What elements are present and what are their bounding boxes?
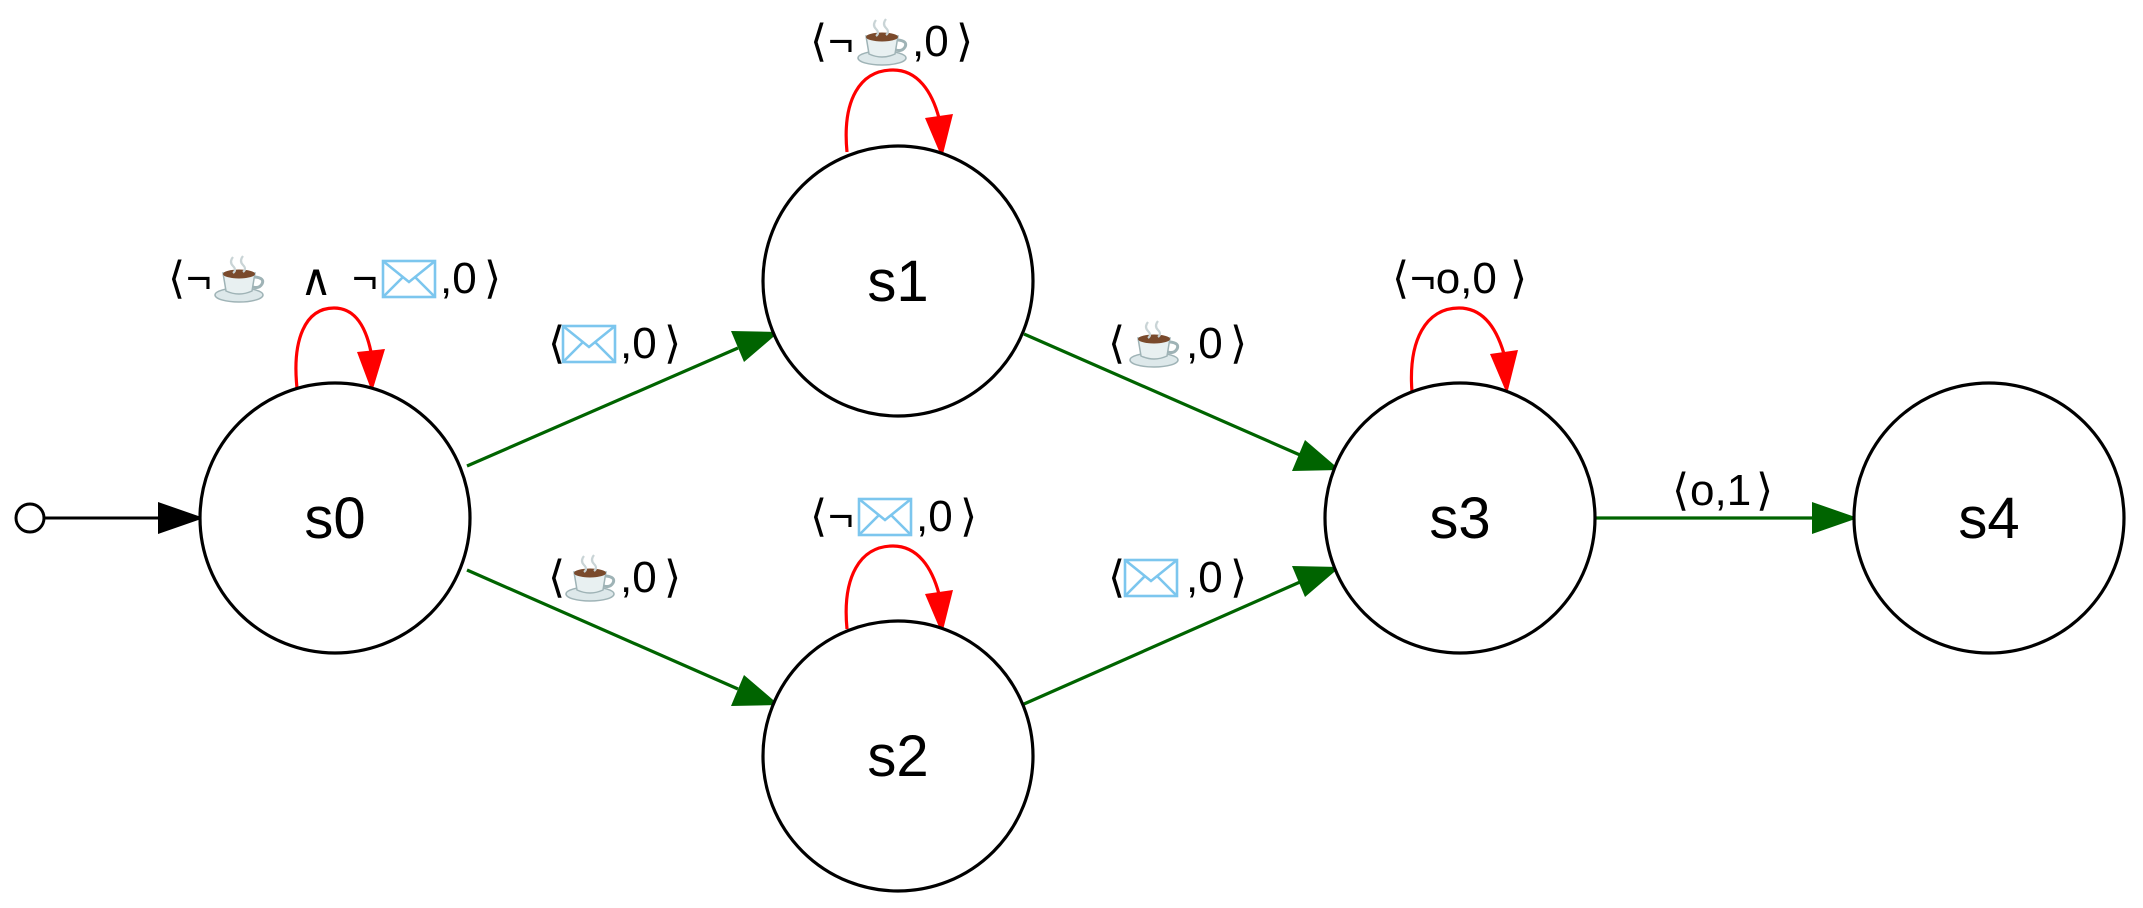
envelope-icon bbox=[561, 324, 617, 364]
bracket-close: ⟩ bbox=[960, 491, 977, 542]
bracket-close: ⟩ bbox=[956, 16, 973, 67]
state-label: s0 bbox=[304, 486, 365, 551]
initial-arrowhead bbox=[158, 502, 204, 534]
envelope-icon bbox=[857, 497, 913, 537]
state-s2: s2 bbox=[761, 619, 1035, 893]
bracket-open: ⟨ bbox=[1108, 318, 1125, 369]
label-s2-s3: ⟨ ,0 ⟩ bbox=[1108, 552, 1247, 603]
initial-edge bbox=[14, 502, 204, 534]
label-loop-s3: ⟨ ¬o,0 ⟩ bbox=[1392, 253, 1527, 304]
label-tail: ,0 bbox=[916, 492, 953, 541]
label-s0-s2: ⟨ ,0 ⟩ bbox=[548, 552, 681, 603]
bracket-close: ⟩ bbox=[1230, 318, 1247, 369]
label-tail: ,0 bbox=[620, 319, 657, 368]
bracket-open: ⟨ bbox=[548, 552, 565, 603]
bracket-close: ⟩ bbox=[1510, 253, 1527, 304]
conjunction: ∧ bbox=[300, 256, 332, 305]
label-tail: ,0 bbox=[1186, 553, 1223, 602]
edge-s1-s3 bbox=[1023, 332, 1340, 471]
state-s4: s4 bbox=[1852, 381, 2126, 655]
envelope-icon bbox=[1123, 558, 1179, 598]
label-tail: ,0 bbox=[440, 254, 477, 303]
hot-beverage-icon bbox=[564, 553, 616, 603]
label-tail: ,0 bbox=[1186, 319, 1223, 368]
bracket-close: ⟩ bbox=[1756, 465, 1773, 516]
negation: ¬ bbox=[828, 492, 854, 541]
state-s0: s0 bbox=[198, 381, 472, 655]
label-s1-s3: ⟨ ,0 ⟩ bbox=[1108, 318, 1247, 369]
bracket-close: ⟩ bbox=[664, 552, 681, 603]
label-loop-s0: ⟨ ¬ ∧ ¬ ,0 ⟩ bbox=[168, 253, 501, 305]
bracket-open: ⟨ bbox=[1108, 552, 1125, 603]
label-text: ¬o,0 bbox=[1410, 254, 1497, 303]
bracket-open: ⟨ bbox=[810, 16, 827, 67]
self-loop-s3 bbox=[1409, 306, 1518, 394]
bracket-open: ⟨ bbox=[1392, 253, 1409, 304]
bracket-open: ⟨ bbox=[548, 318, 565, 369]
label-tail: ,0 bbox=[912, 17, 949, 66]
negation: ¬ bbox=[828, 17, 854, 66]
state-s3: s3 bbox=[1323, 381, 1597, 655]
label-text: o,1 bbox=[1690, 466, 1751, 515]
edge-s0-s1 bbox=[466, 331, 779, 468]
state-label: s2 bbox=[867, 724, 928, 789]
hot-beverage-icon bbox=[213, 254, 265, 304]
state-label: s1 bbox=[867, 249, 928, 314]
initial-point bbox=[14, 502, 46, 534]
state-label: s4 bbox=[1958, 486, 2019, 551]
edge-s2-s3 bbox=[1023, 566, 1340, 706]
state-s1: s1 bbox=[761, 144, 1035, 418]
bracket-close: ⟩ bbox=[484, 253, 501, 304]
bracket-open: ⟨ bbox=[810, 491, 827, 542]
state-label: s3 bbox=[1429, 486, 1490, 551]
negation: ¬ bbox=[186, 254, 212, 303]
bracket-open: ⟨ bbox=[1672, 465, 1689, 516]
envelope-icon bbox=[381, 259, 437, 299]
bracket-open: ⟨ bbox=[168, 253, 185, 304]
self-loop-s0 bbox=[294, 306, 385, 392]
label-loop-s2: ⟨ ¬ ,0 ⟩ bbox=[810, 491, 977, 542]
self-loop-s2 bbox=[844, 544, 953, 634]
bracket-close: ⟩ bbox=[664, 318, 681, 369]
label-loop-s1: ⟨ ¬ ,0 ⟩ bbox=[810, 16, 973, 67]
negation: ¬ bbox=[352, 254, 378, 303]
label-s3-s4: ⟨ o,1 ⟩ bbox=[1672, 465, 1773, 516]
self-loop-s1 bbox=[844, 68, 953, 158]
label-s0-s1: ⟨ ,0 ⟩ bbox=[548, 318, 681, 369]
bracket-close: ⟩ bbox=[1230, 552, 1247, 603]
hot-beverage-icon bbox=[1128, 319, 1180, 369]
label-tail: ,0 bbox=[620, 553, 657, 602]
hot-beverage-icon bbox=[856, 17, 908, 67]
edge-s3-s4 bbox=[1596, 502, 1858, 534]
edge-s0-s2 bbox=[466, 568, 779, 706]
